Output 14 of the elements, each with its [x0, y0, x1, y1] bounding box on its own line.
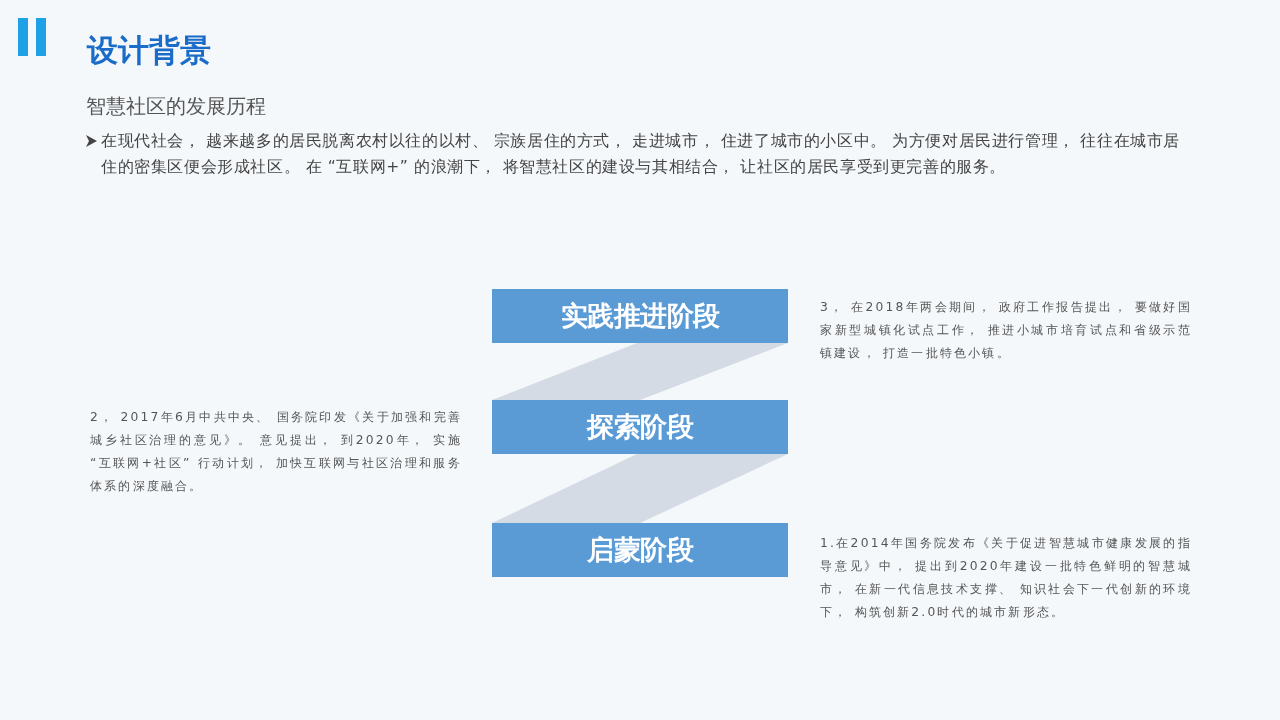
stage-label: 探索阶段: [587, 410, 693, 444]
ribbon-connector: [492, 343, 788, 400]
stage-description: 1.在2014年国务院发布《关于促进智慧城市健康发展的指导意见》中， 提出到2020年建设一批特色鲜明的智慧城市， 在新一代信息技术支撑、 知识社会下一代创新的环境下， 构筑创新2.0时代的城市新形态。: [820, 535, 1192, 621]
stage-band: [492, 523, 788, 577]
stage-band: [492, 400, 788, 454]
stage-label: 启蒙阶段: [587, 533, 693, 567]
ribbon-connector: [492, 454, 788, 523]
slide-title: 设计背景: [87, 31, 211, 70]
stage-description: 2， 2017年6月中共中央、 国务院印发《关于加强和完善城乡社区治理的意见》。 意见提出， 到2020年， 实施 “互联网+社区” 行动计划， 加快互联网与社区治理和服务体系的深度融合。: [90, 409, 462, 495]
intro-paragraph: 在现代社会， 越来越多的居民脱离农村以往的以村、 宗族居住的方式， 走进城市， 住进了城市的小区中。 为方便对居民进行管理， 往往在城市居住的密集区便会形成社区。 在 “互联网+” 的浪潮下， 将智慧社区的建设与其相结合， 让社区的居民享受到更完善的服务。: [101, 131, 1181, 178]
stage-label: 实践推进阶段: [560, 299, 720, 333]
stage-description: 3， 在2018年两会期间， 政府工作报告提出， 要做好国家新型城镇化试点工作， 推进小城市培育试点和省级示范镇建设， 打造一批特色小镇。: [820, 299, 1192, 362]
stage-band: [492, 289, 788, 343]
section-subtitle: 智慧社区的发展历程: [86, 93, 266, 119]
